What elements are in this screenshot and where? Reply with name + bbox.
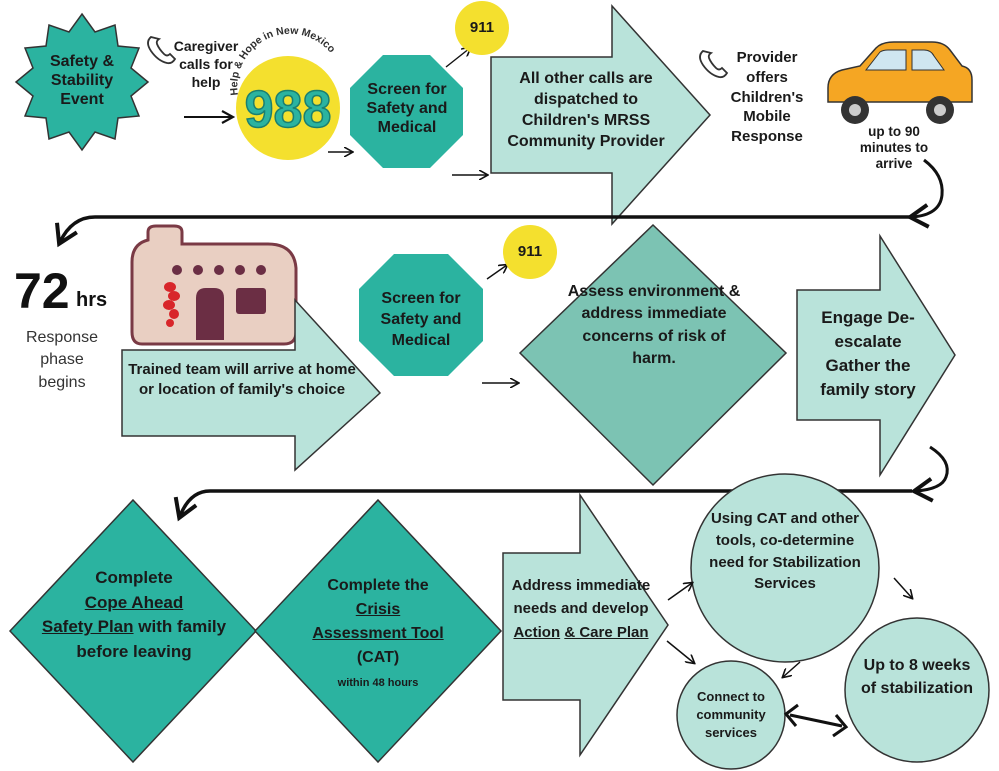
car-icon [827,41,973,124]
hours-number: 72 [14,263,70,319]
dispatch-arrow-shape [490,4,712,226]
address-label: Address immediate needs and develop Acti… [508,574,654,644]
cat-text-d: (CAT) [356,649,400,666]
cope-diamond [8,498,258,764]
provider-label: Provider offers Children's Mobile Respon… [730,49,804,146]
connect-label: Connect to community services [696,689,766,741]
988-logo-number: 988 [245,81,332,139]
911-label-2: 911 [517,243,543,260]
arrow-to-connect [666,640,694,663]
event-label: Safety & Stability Event [49,53,115,109]
arrow-to-911-1 [445,48,470,68]
adobe-house-icon [130,224,298,346]
curl-connector-2 [910,445,949,503]
dispatch-label: All other calls are dispatched to Childr… [507,70,665,151]
connector-row1-row2 [55,215,912,248]
address-text-b: Action [513,623,561,641]
screen-label-2: Screen for Safety and Medical [380,290,462,349]
team-arrow-shape [121,298,382,472]
engage-label: Engage De-escalate Gather the family sto… [820,308,916,400]
screen-label-1: Screen for Safety and Medical [366,81,448,137]
cat-diamond [253,498,503,764]
911-label-1: 911 [469,19,495,36]
cat-text-a: Complete the [327,577,429,594]
connector-row2-row3 [173,489,912,522]
arrow-cat-to-connect [783,661,801,677]
using-cat-label: Using CAT and other tools, co-determine … [709,510,861,593]
address-text-a: Address immediate needs and develop [511,577,651,618]
screen-octagon-1 [350,55,463,168]
assess-diamond [518,223,788,487]
cat-text-b: Crisis [355,601,401,618]
hours-unit: hrs [76,289,108,311]
weeks-label: Up to 8 weeks of stabilization [861,657,973,698]
address-text-c: & Care Plan [564,623,649,641]
arrow-cat-to-weeks [893,577,912,598]
curl-connector-1 [906,158,944,229]
using-cat-circle [690,473,880,663]
team-label: Trained team will arrive at home or loca… [128,361,356,399]
cope-text-c: Safety Plan [41,617,134,637]
arrival-label: up to 90 minutes to arrive [859,124,929,172]
911-circle-2 [503,225,557,279]
phone-icon-provider [699,50,729,79]
caregiver-label: Caregiver calls for help [173,38,239,91]
weeks-circle [844,617,990,763]
address-arrow-shape [502,492,669,758]
cope-label: Complete Cope Ahead Safety Plan with fam… [36,566,232,665]
cat-text-e: within 48 hours [337,677,419,689]
cope-text-b: Cope Ahead [84,592,184,612]
cat-text-c: Assessment Tool [312,625,444,642]
arrow-to-911-2 [486,265,507,280]
double-arrow [789,713,843,728]
911-circle-1 [455,1,509,55]
cope-text-a: Complete [95,568,173,587]
phone-icon [147,36,177,65]
assess-label: Assess environment & address immediate c… [567,283,741,368]
cat-label: Complete the Crisis Assessment Tool (CAT… [290,574,466,694]
screen-octagon-2 [359,254,483,376]
engage-arrow-shape [796,233,956,478]
response-label: Response phase begins [25,329,99,391]
arrow-to-using-cat [667,583,692,601]
988-logo-circle [236,56,340,160]
event-starburst [14,12,150,152]
cope-text-d: with family before leaving [76,617,227,661]
